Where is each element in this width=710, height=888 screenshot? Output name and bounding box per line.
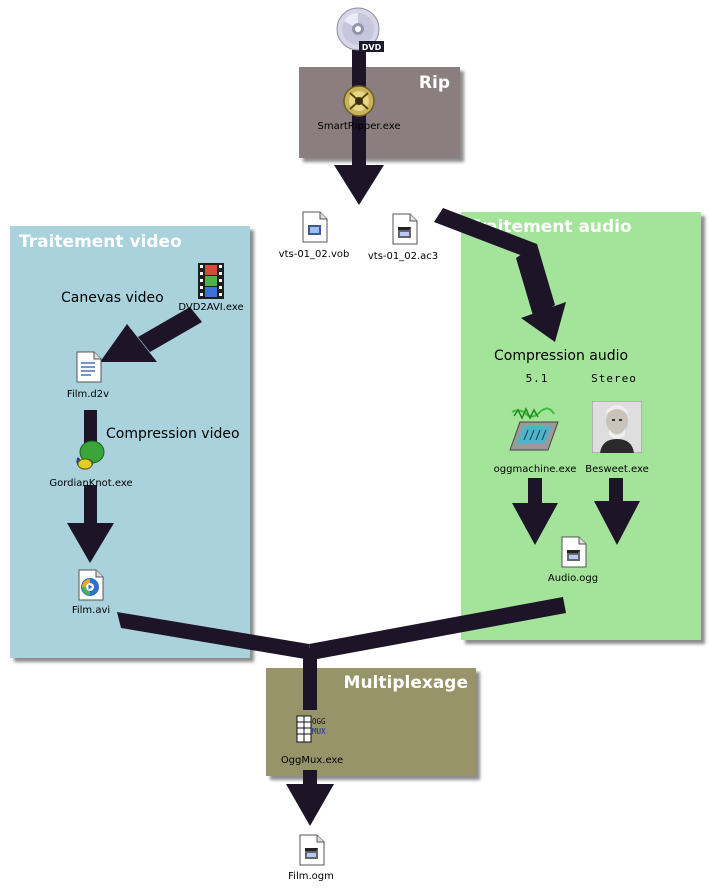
arrow-head-oggmachine [512, 503, 558, 545]
oggmux-icon[interactable]: OGG MUX [296, 714, 334, 746]
audio-panel: Traitement audio [461, 212, 701, 640]
ogm-label: Film.ogm [288, 871, 334, 882]
oggmux-glyph-bottom: MUX [312, 727, 326, 736]
dvd-badge: DVD [362, 43, 382, 52]
audio-panel-title: Traitement audio [468, 217, 632, 237]
besweet-label: Besweet.exe [585, 464, 649, 475]
arrow-head-besweet [594, 501, 640, 545]
arrow-head-avi [67, 523, 114, 563]
audio-ogg-label: Audio.ogg [547, 573, 599, 584]
ogm-file-icon[interactable] [298, 834, 326, 866]
compression-audio-label: Compression audio [494, 348, 629, 364]
surround-channel-label: 5.1 [525, 372, 549, 385]
oggmux-label: OggMux.exe [280, 755, 344, 766]
vob-label: vts-01_02.vob [278, 249, 350, 260]
canevas-video-label: Canevas video [61, 290, 164, 306]
oggmachine-icon[interactable] [508, 406, 562, 456]
vob-file-icon[interactable] [301, 211, 329, 243]
arrow-head-ogm [286, 784, 334, 826]
stereo-channel-label: Stereo [591, 372, 637, 385]
smartripper-icon[interactable] [342, 84, 376, 118]
video-panel-title: Traitement video [19, 232, 182, 252]
besweet-portrait-icon[interactable] [592, 401, 642, 453]
gordianknot-icon[interactable] [73, 438, 107, 474]
dvd-disc-icon[interactable]: DVD [336, 7, 386, 53]
compression-video-label: Compression video [106, 426, 240, 442]
ac3-file-icon[interactable] [391, 213, 419, 245]
dvd2avi-label: DVD2AVI.exe [178, 302, 244, 313]
avi-file-icon[interactable] [77, 569, 105, 601]
rip-panel-title: Rip [418, 73, 450, 93]
rip-panel: Rip [299, 67, 460, 158]
gordianknot-label: GordianKnot.exe [49, 478, 133, 489]
ac3-label: vts-01_02.ac3 [367, 251, 439, 262]
d2v-label: Film.d2v [66, 389, 110, 400]
arrow-head-audio-in [521, 302, 566, 342]
audio-ogg-file-icon[interactable] [560, 536, 588, 568]
multiplexage-panel-title: Multiplexage [343, 673, 468, 693]
oggmachine-label: oggmachine.exe [493, 464, 577, 475]
avi-label: Film.avi [71, 605, 111, 616]
arrow-head-d2v [100, 324, 157, 362]
arrow-head-rip-out [334, 165, 384, 205]
d2v-file-icon[interactable] [75, 351, 103, 383]
smartripper-label: SmartRipper.exe [317, 121, 401, 132]
oggmux-glyph-top: OGG [312, 717, 326, 726]
dvd2avi-film-icon[interactable] [197, 262, 225, 300]
